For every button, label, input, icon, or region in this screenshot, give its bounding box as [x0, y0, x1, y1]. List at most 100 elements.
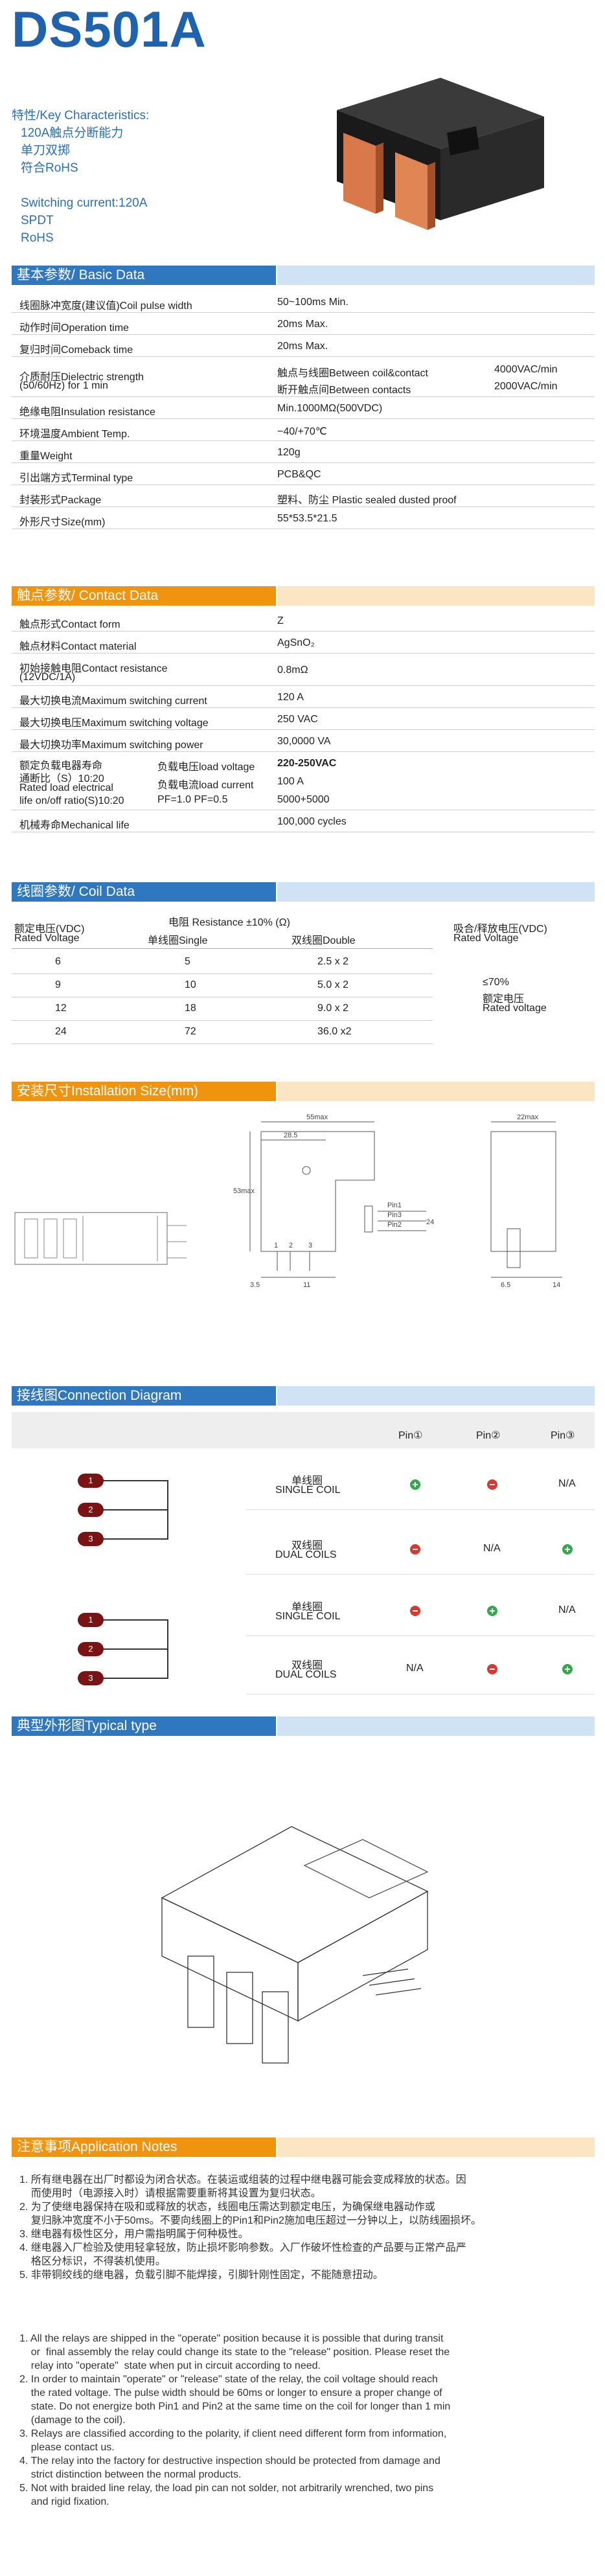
row-value: Z [277, 615, 284, 626]
basic-row-dielectric: 介质耐压Dielectric strength(50/60Hz) for 1 m… [12, 359, 595, 397]
row-key: 机械寿命Mechanical life [19, 820, 130, 831]
dimension-label: 1 [274, 1242, 278, 1249]
coil-cell: 24 [55, 1026, 67, 1037]
note-line: 2. In order to maintain "operate" or "re… [19, 2374, 438, 2385]
coil-cell: 6 [55, 956, 61, 967]
note-line: 5. 非带铜绞线的继电器，负载引脚不能焊接，引脚针刚性固定，不能随意扭动。 [19, 2270, 383, 2281]
dimension-label: 53max [233, 1187, 255, 1195]
negative-icon [410, 1544, 420, 1555]
note-line: 5. Not with braided line relay, the load… [19, 2483, 434, 2494]
coil-cell: ≤70% [483, 977, 509, 988]
row-key: 最大切换功率Maximum switching power [19, 740, 203, 751]
dimension-label: 24 [426, 1218, 434, 1226]
coil-type-en: DUAL COILS [275, 1669, 337, 1680]
contact-row: 触点材料Contact material AgSnO₂ [12, 633, 595, 654]
row-value: 2000VAC/min [494, 381, 558, 392]
row-key: 绝缘电阻Insulation resistance [19, 407, 155, 418]
coil-cell: 5 [185, 956, 190, 967]
dimension-label: 22max [517, 1113, 539, 1121]
connection-header: Pin① [398, 1430, 423, 1441]
section-title: 安装尺寸Installation Size(mm) [12, 1082, 276, 1101]
status-na: N/A [483, 1543, 501, 1554]
row-key: 引出端方式Terminal type [19, 473, 133, 484]
row-value: 120 A [277, 692, 304, 703]
dimension-label: Pin1 [387, 1202, 402, 1209]
row-value: −40/+70℃ [277, 426, 327, 437]
char-item: 单刀双掷 [21, 144, 71, 157]
positive-icon [487, 1606, 497, 1616]
coil-header: Rated Voltage [14, 933, 80, 944]
row-key: 线圈脉冲宽度(建议值)Coil pulse width [19, 301, 192, 312]
switch-line [167, 1480, 168, 1540]
row-value: 250 VAC [277, 714, 318, 725]
coil-type-cn: 双线圈 [291, 1660, 323, 1671]
row-key: 额定负载电器寿命 [19, 760, 103, 771]
row-key: 复归时间Comeback time [19, 345, 133, 356]
coil-cell: Rated voltage [483, 1003, 547, 1014]
row-sub-key: PF=1.0 PF=0.5 [157, 794, 228, 805]
dimension-label: 28.5 [284, 1132, 297, 1139]
note-line: 3. 继电器有极性区分，用户需指明属于何种极性。 [19, 2229, 249, 2240]
row-value: 20ms Max. [277, 341, 328, 352]
terminal-badge: 3 [78, 1671, 104, 1685]
notes-chinese: 1. 所有继电器在出厂时都设为闭合状态。在装运或组装的过程中继电器可能会变成释放… [19, 2173, 589, 2282]
section-connection-diagram: 接线图Connection Diagram [12, 1386, 595, 1406]
terminal-line [84, 1648, 168, 1650]
contact-row-resistance: 初始接触电阻Contact resistance(12VDC/1A)0.8mΩ [12, 655, 595, 686]
coil-cell: 18 [185, 1003, 196, 1014]
note-line: the rated voltage. The pulse width shoul… [19, 2388, 442, 2399]
row-value: 100 A [277, 776, 304, 787]
row-value: 塑料、防尘 Plastic sealed dusted proof [277, 495, 457, 506]
row-key: 通断比（S）10:20 [19, 773, 104, 784]
note-line: please contact us. [19, 2442, 115, 2453]
row-key: 环境温度Ambient Temp. [19, 429, 130, 440]
positive-icon [562, 1544, 573, 1555]
note-line: or final assembly the relay could change… [19, 2347, 450, 2358]
coil-cell: 2.5 x 2 [317, 956, 349, 967]
row-value: 20ms Max. [277, 319, 328, 330]
coil-type-cn: 单线圈 [291, 1602, 323, 1613]
char-item: Switching current:120A [21, 196, 148, 210]
coil-header: 双线圈Double [291, 935, 356, 946]
note-line: (damage to the coil). [19, 2415, 126, 2426]
status-na: N/A [558, 1478, 576, 1489]
char-item: 符合RoHS [21, 161, 78, 175]
coil-type-cn: 双线圈 [291, 1540, 323, 1551]
row-value: 5000+5000 [277, 794, 330, 805]
row-value: AgSnO₂ [277, 637, 315, 648]
coil-divider [12, 948, 433, 949]
char-item: SPDT [21, 214, 54, 227]
negative-icon [487, 1479, 497, 1490]
row-key: 介质耐压Dielectric strength [19, 372, 144, 383]
connection-header: Pin② [476, 1430, 501, 1441]
row-key: (12VDC/1A) [19, 672, 76, 683]
connection-header: Pin③ [551, 1430, 575, 1441]
char-item: 120A触点分断能力 [21, 126, 124, 140]
dimension-label: 6.5 [501, 1281, 510, 1289]
coil-header: 吸合/释放电压(VDC) [453, 924, 547, 935]
note-line: 3. Relays are classified according to th… [19, 2428, 447, 2439]
row-key: 触点材料Contact material [19, 641, 137, 652]
section-title: 线圈参数/ Coil Data [12, 882, 276, 902]
section-title: 注意事项Application Notes [12, 2137, 276, 2157]
row-key: 初始接触电阻Contact resistance [19, 663, 168, 674]
section-typical-type: 典型外形图Typical type [12, 1716, 595, 1736]
dimension-label: 11 [303, 1281, 310, 1289]
terminal-badge: 1 [78, 1613, 104, 1627]
terminal-badge: 2 [78, 1503, 104, 1517]
status-na: N/A [558, 1604, 576, 1615]
negative-icon [487, 1664, 497, 1674]
row-key: 封装形式Package [19, 495, 102, 506]
coil-header: Rated Voltage [453, 933, 519, 944]
basic-row: 封装形式Package 塑料、防尘 Plastic sealed dusted p… [12, 487, 595, 507]
coil-type-en: DUAL COILS [275, 1549, 337, 1560]
